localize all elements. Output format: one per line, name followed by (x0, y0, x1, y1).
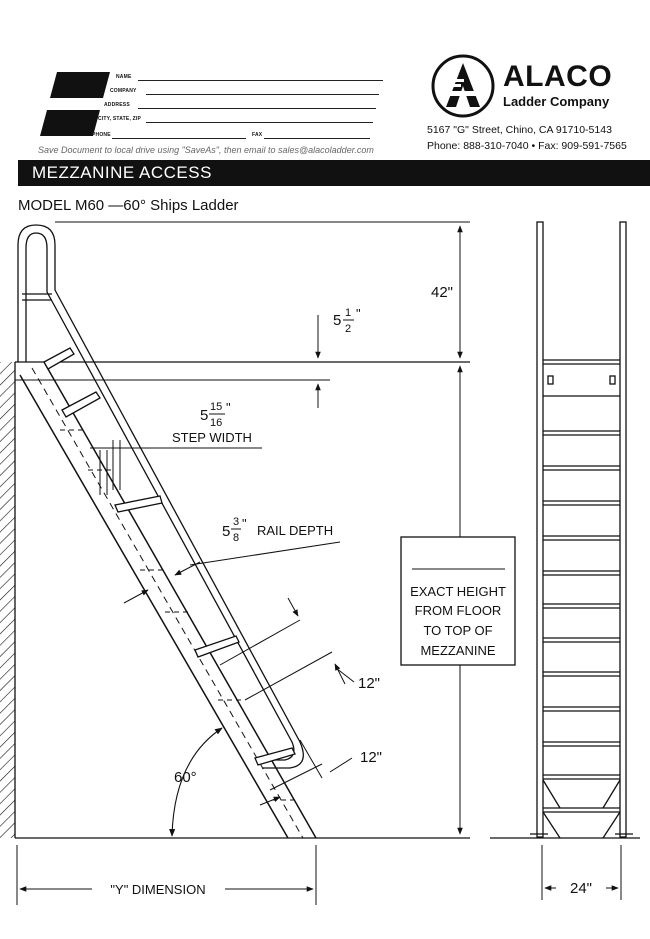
form-field-address: ADDRESS (104, 102, 130, 108)
ladder-drawing: 42" 5 1 2 " 5 15 16 " STEP WIDTH 5 3 8 "… (0, 221, 640, 905)
exact-height-line-4: MEZZANINE (420, 643, 495, 658)
exact-height-line-3: TO TOP OF (423, 623, 492, 638)
form-field-company: COMPANY (110, 88, 137, 94)
form-line-company[interactable] (146, 94, 379, 95)
alaco-logo-icon (431, 54, 495, 118)
svg-text:": " (226, 400, 231, 415)
dim-12-lower (259, 739, 353, 806)
dim-rail-depth (123, 541, 341, 604)
dim-5-half-whole: 5 (333, 312, 341, 329)
form-line-address[interactable] (138, 108, 376, 109)
dim-step-den: 16 (210, 417, 222, 429)
section-band (18, 160, 650, 186)
company-contact: Phone: 888-310-7040 • Fax: 909-591-7565 (427, 140, 627, 152)
dim-rail-den: 8 (233, 532, 239, 544)
save-note: Save Document to local drive using "Save… (38, 145, 374, 155)
angle-label: 60° (174, 769, 197, 786)
form-header-bars (40, 72, 110, 136)
dim-5-half-num: 1 (345, 307, 351, 319)
ladder-stringers (19, 361, 317, 839)
section-title: MEZZANINE ACCESS (32, 163, 212, 182)
front-view-ladder (490, 221, 640, 839)
form-field-city: CITY, STATE, ZIP (98, 116, 142, 122)
model-title: MODEL M60 —60° Ships Ladder (18, 197, 239, 214)
dim-12-upper (219, 597, 355, 701)
rail-depth-label: RAIL DEPTH (257, 523, 333, 538)
svg-text:": " (242, 516, 247, 531)
form-line-name[interactable] (138, 80, 383, 81)
company-address: 5167 "G" Street, Chino, CA 91710-5143 (427, 124, 612, 136)
dim-42-label: 42" (431, 284, 453, 301)
dim-12-upper-label: 12" (358, 675, 380, 692)
exact-height-line-1: EXACT HEIGHT (410, 584, 506, 599)
exact-height-line-2: FROM FLOOR (415, 603, 502, 618)
dim-y (16, 845, 317, 905)
form-field-fax: FAX (252, 132, 263, 138)
dim-rail-num: 3 (233, 516, 239, 528)
form-line-city[interactable] (146, 122, 373, 123)
ladder-treads (43, 347, 296, 801)
svg-text:": " (356, 306, 361, 321)
dim-24-label: 24" (570, 880, 592, 897)
dim-42 (55, 221, 470, 359)
company-name: ALACO (503, 60, 613, 93)
company-subtitle: Ladder Company (503, 94, 610, 109)
form-field-phone: PHONE (92, 132, 111, 138)
dim-rail-whole: 5 (222, 523, 230, 540)
form-field-name: NAME (116, 74, 132, 80)
form-line-fax[interactable] (264, 138, 370, 139)
wall (0, 362, 16, 838)
y-dimension-label: "Y" DIMENSION (110, 882, 205, 897)
step-width-label: STEP WIDTH (172, 430, 252, 445)
angle-arc (169, 727, 223, 837)
dim-5-half-den: 2 (345, 323, 351, 335)
dim-12-lower-label: 12" (360, 749, 382, 766)
dim-24 (541, 845, 622, 900)
exact-height-box (400, 536, 516, 666)
dim-step-whole: 5 (200, 407, 208, 424)
form-line-phone[interactable] (112, 138, 246, 139)
dim-step-num: 15 (210, 401, 222, 413)
